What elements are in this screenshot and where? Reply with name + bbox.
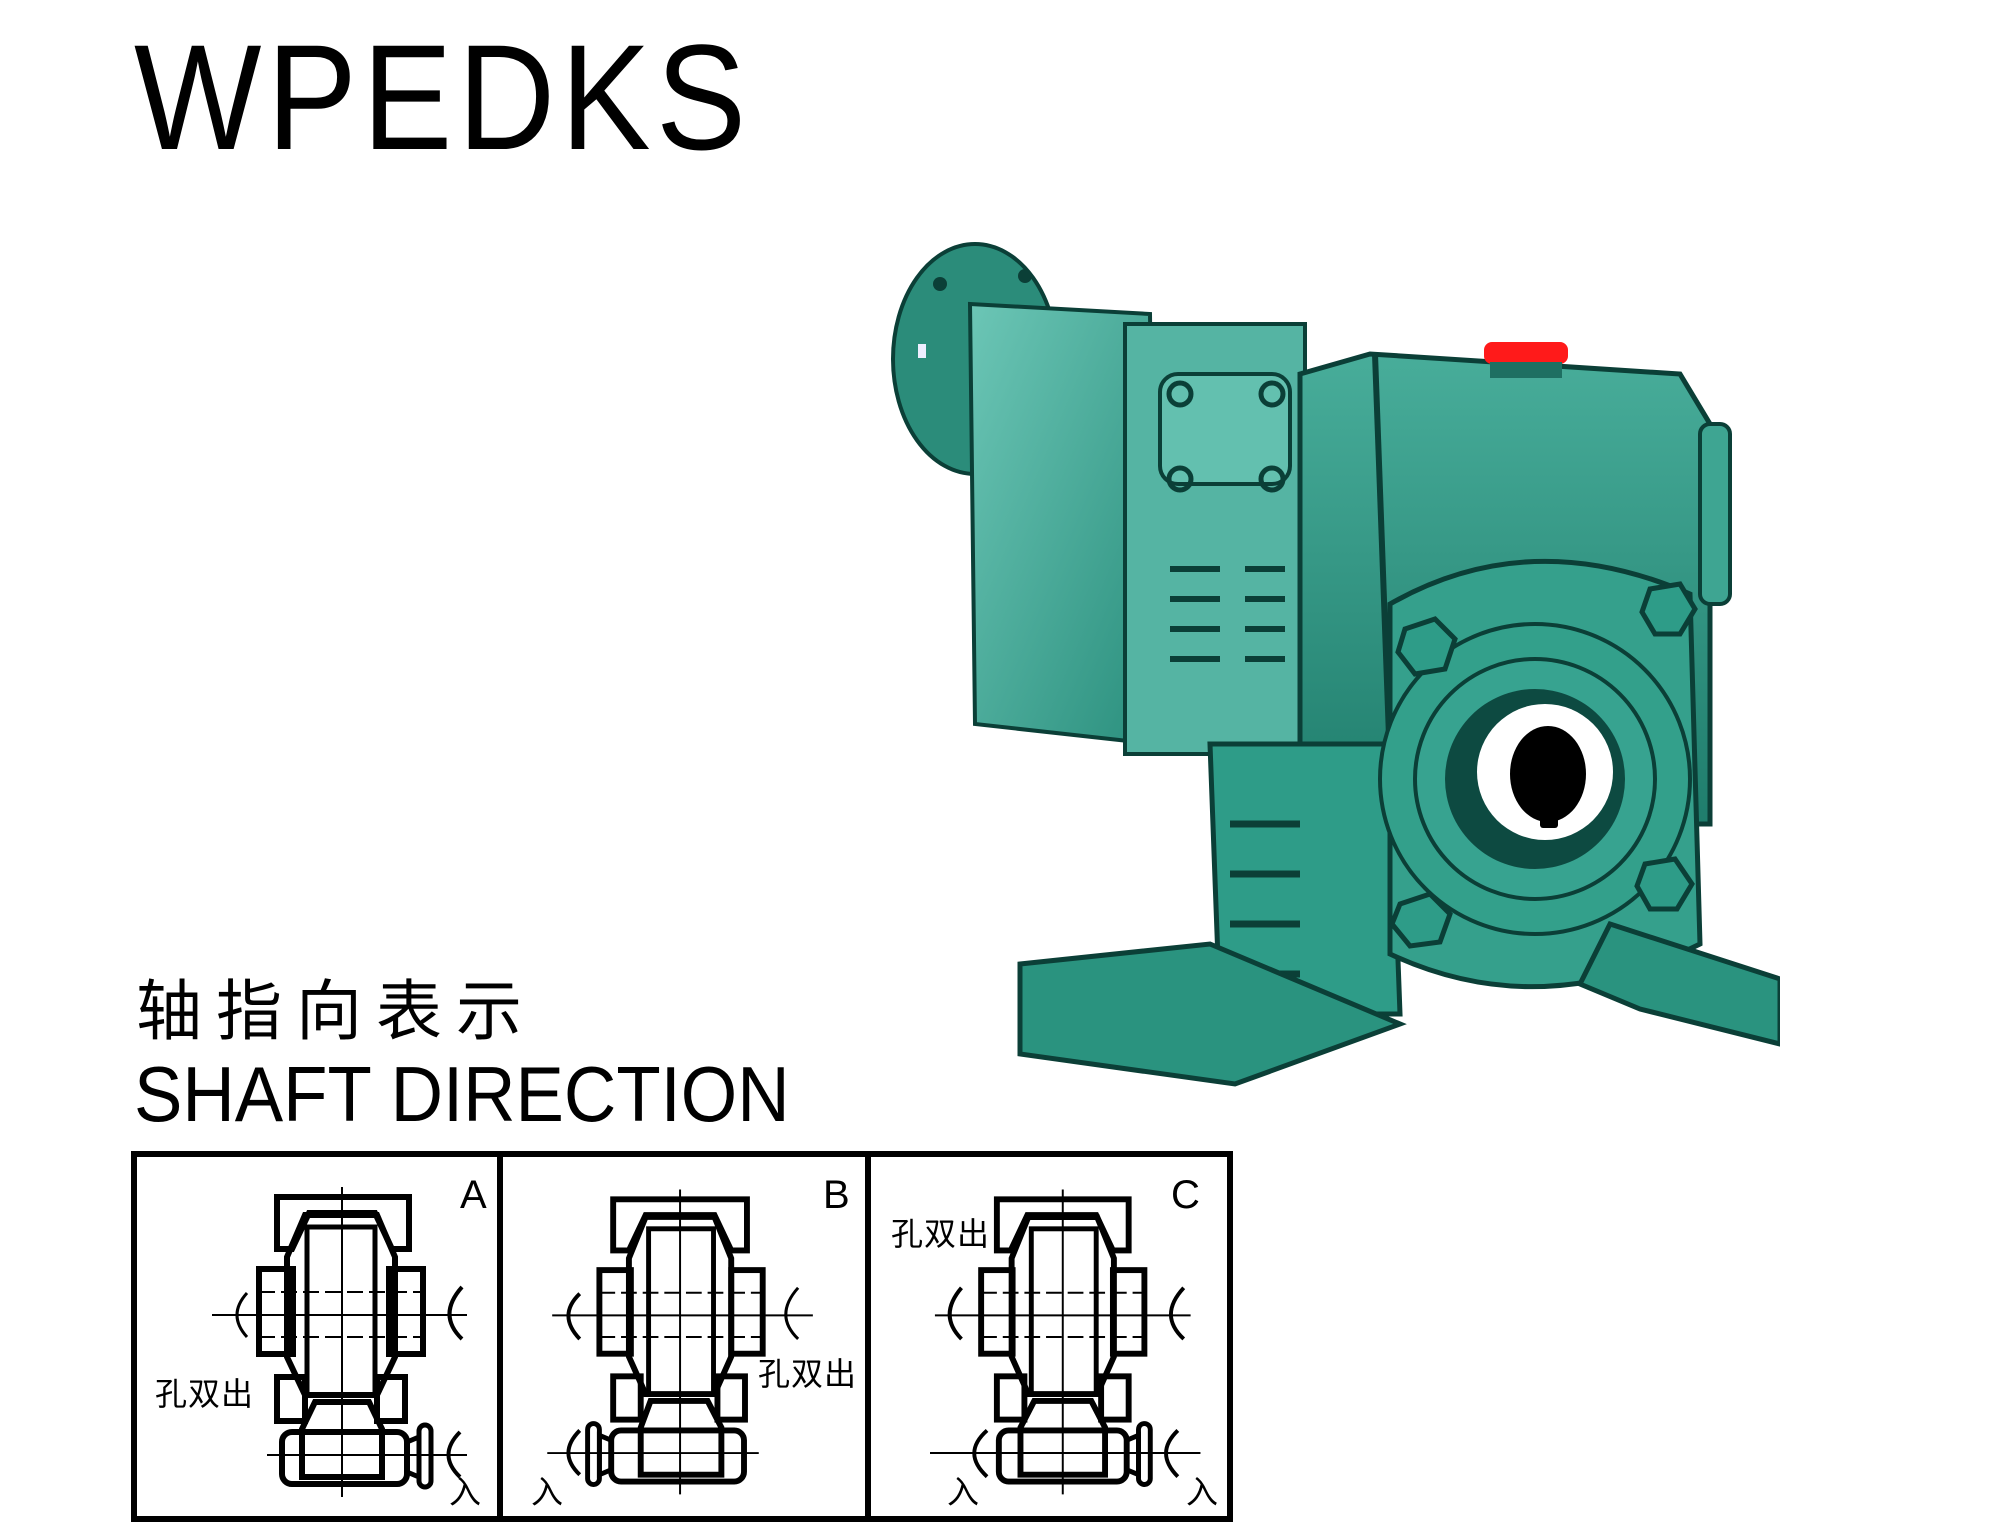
input-label-c-right: 入 [1186, 1473, 1220, 1511]
gearbox-schematic-icon [212, 1187, 467, 1497]
diagram-cell-c: C 孔双出 入 入 [865, 1157, 1227, 1516]
diagram-note-a: 孔双出 [155, 1375, 255, 1413]
diagram-cell-a: A 孔双出 入 [137, 1157, 497, 1516]
gearbox-schematic-icon [930, 1189, 1201, 1495]
diagram-note-b: 孔双出 [758, 1355, 858, 1393]
input-label-a: 入 [449, 1473, 483, 1511]
diagram-label-b: B [823, 1173, 850, 1217]
diagram-note-c: 孔双出 [891, 1215, 991, 1253]
input-label-c-left: 入 [947, 1473, 981, 1511]
diagram-label-a: A [460, 1173, 487, 1217]
shaft-direction-heading-cn: 轴指向表示 [136, 973, 536, 1050]
shaft-direction-heading-en: SHAFT DIRECTION [134, 1050, 790, 1138]
gearbox-schematic-icon [547, 1189, 813, 1495]
diagram-label-c: C [1171, 1173, 1200, 1217]
model-title: WPEDKS [134, 13, 752, 181]
input-label-b: 入 [531, 1473, 565, 1511]
shaft-direction-diagram-panel: A 孔双出 入 B 孔双出 入 [131, 1151, 1233, 1522]
diagram-cell-b: B 孔双出 入 [497, 1157, 865, 1516]
gear-reducer-image [891, 242, 1780, 1087]
